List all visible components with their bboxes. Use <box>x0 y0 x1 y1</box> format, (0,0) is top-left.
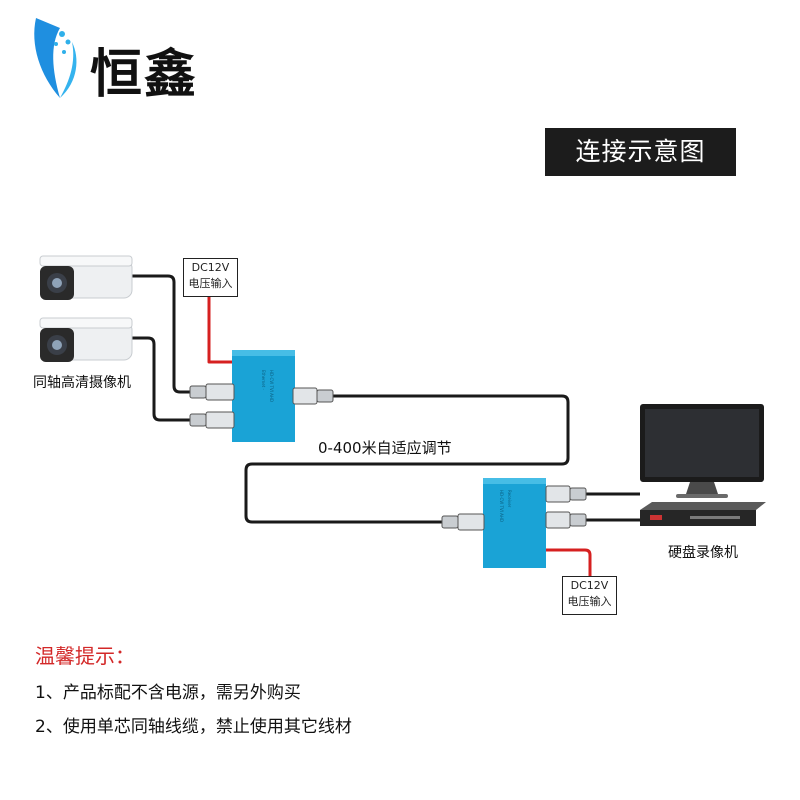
camera2-cable <box>130 336 196 422</box>
camera-2 <box>39 317 133 362</box>
svg-text:HD-CVI TVI AHD: HD-CVI TVI AHD <box>269 370 274 402</box>
tips-title: 温馨提示： <box>35 644 135 668</box>
power-bottom-line2: 电压输入 <box>567 595 612 608</box>
power-cable-top <box>207 296 232 364</box>
power-top-line1: DC12V <box>191 261 230 274</box>
brand-name: 恒鑫 <box>90 45 199 105</box>
svg-text:HD-CVI TVI AHD: HD-CVI TVI AHD <box>499 490 504 522</box>
long-cable <box>244 394 570 524</box>
power-input-bottom: DC12V 电压输入 <box>562 576 617 615</box>
bnc-connectors <box>189 383 587 531</box>
distance-label: 0-400米自适应调节 <box>318 439 452 457</box>
camera-1 <box>39 255 133 300</box>
dvr <box>640 502 766 526</box>
power-cable-bottom <box>545 548 592 578</box>
tip-item-2: 2、使用单芯同轴线缆，禁止使用其它线材 <box>35 717 352 737</box>
dvr-label: 硬盘录像机 <box>668 545 738 561</box>
page-title: 连接示意图 <box>545 128 736 176</box>
power-top-line2: 电压输入 <box>188 277 233 290</box>
transmitter-device: HD-CVI TVI AHD Ethernet · <box>232 350 295 442</box>
camera-label: 同轴高清摄像机 <box>33 375 131 391</box>
svg-text:Receiver: Receiver <box>507 490 512 508</box>
power-bottom-line1: DC12V <box>570 579 609 592</box>
receiver-device: HD-CVI TVI AHD Receiver <box>483 478 546 568</box>
power-input-top: DC12V 电压输入 <box>183 258 238 297</box>
camera1-cable <box>130 274 196 394</box>
svg-text:Ethernet ·: Ethernet · <box>261 370 266 390</box>
monitor <box>640 404 764 498</box>
tip-item-1: 1、产品标配不含电源，需另外购买 <box>35 683 301 703</box>
